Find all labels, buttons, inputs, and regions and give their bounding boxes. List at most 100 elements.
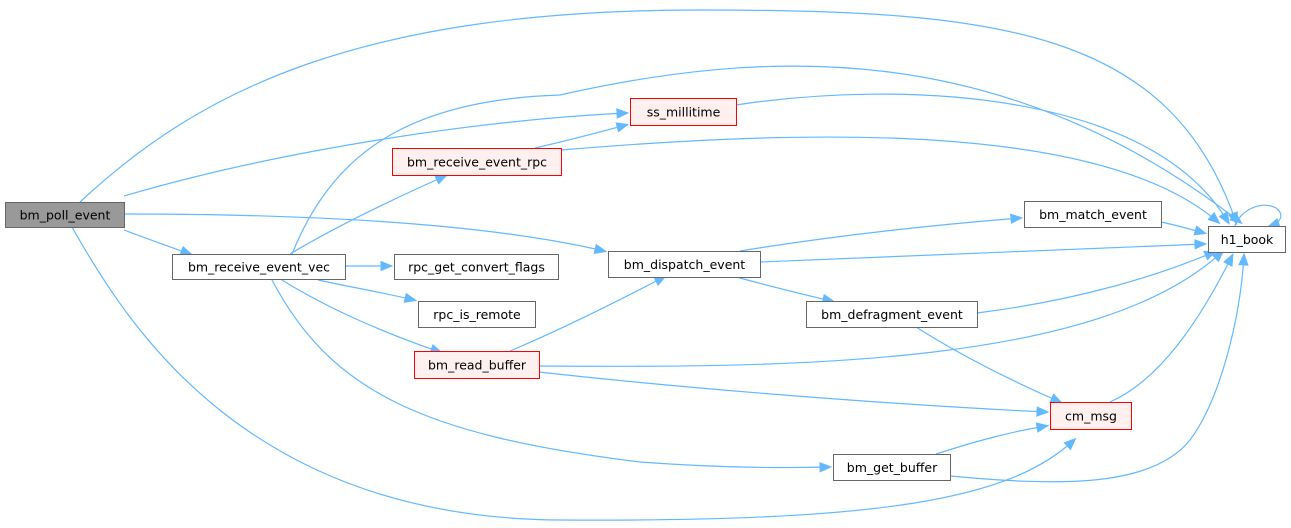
node-label: ss_millitime bbox=[647, 105, 721, 120]
edge-line bbox=[317, 279, 415, 301]
edge-bm_receive_event_rpc-to-ss_millitime bbox=[534, 122, 630, 149]
edge-bm_poll_event-to-cm_msg bbox=[71, 226, 1077, 521]
edge-bm_read_buffer-to-cm_msg bbox=[538, 371, 1050, 417]
node-bm-poll-event[interactable]: bm_poll_event bbox=[5, 202, 125, 228]
arrowhead bbox=[179, 245, 194, 256]
edge-line bbox=[534, 124, 627, 149]
node-label: cm_msg bbox=[1065, 409, 1117, 424]
node-box bbox=[5, 202, 125, 228]
node-bm-match-event[interactable]: bm_match_event bbox=[1024, 201, 1162, 228]
node-cm-msg[interactable]: cm_msg bbox=[1050, 402, 1132, 430]
arrowhead bbox=[1049, 393, 1064, 404]
edge-line bbox=[271, 279, 830, 469]
node-box bbox=[1208, 226, 1286, 253]
arrowhead bbox=[403, 292, 418, 303]
node-box bbox=[414, 351, 540, 379]
node-bm-read-buffer[interactable]: bm_read_buffer bbox=[414, 351, 540, 379]
node-label: bm_match_event bbox=[1039, 207, 1147, 222]
edge-line bbox=[71, 226, 1075, 521]
node-bm-dispatch-event[interactable]: bm_dispatch_event bbox=[608, 251, 761, 278]
edge-line bbox=[123, 213, 605, 252]
arrowhead bbox=[434, 174, 449, 185]
node-label: bm_defragment_event bbox=[821, 307, 963, 322]
edge-bm_poll_event-to-ss_millitime bbox=[123, 108, 630, 197]
arrowhead bbox=[1036, 406, 1050, 417]
edge-line bbox=[949, 255, 1245, 483]
edge-line bbox=[79, 9, 1237, 223]
arrowhead bbox=[380, 260, 394, 272]
node-box bbox=[806, 301, 978, 328]
edge-bm_dispatch_event-to-bm_defragment_event bbox=[735, 276, 836, 305]
arrowhead bbox=[1238, 252, 1249, 266]
arrowhead bbox=[1193, 225, 1208, 236]
arrowhead bbox=[1207, 211, 1221, 225]
edge-line bbox=[123, 229, 191, 255]
edge-line bbox=[1109, 255, 1233, 403]
arrowhead bbox=[1035, 422, 1050, 433]
arrowhead bbox=[1063, 437, 1077, 451]
node-rpc-is-remote[interactable]: rpc_is_remote bbox=[418, 301, 536, 328]
edge-line bbox=[935, 425, 1047, 455]
edge-line bbox=[976, 251, 1215, 314]
edge-line bbox=[735, 93, 1229, 223]
node-box bbox=[172, 254, 346, 280]
node-box bbox=[394, 254, 559, 280]
edge-bm_receive_event_vec-to-rpc_get_convert_flags bbox=[345, 260, 394, 272]
edge-bm_match_event-to-h1_book bbox=[1160, 221, 1208, 236]
node-label: rpc_get_convert_flags bbox=[408, 260, 545, 275]
arrowhead bbox=[616, 108, 630, 119]
node-label: bm_poll_event bbox=[20, 208, 111, 223]
edge-bm_receive_event_vec-to-bm_get_buffer bbox=[271, 279, 833, 473]
edge-line bbox=[291, 65, 1241, 255]
arrowhead bbox=[819, 462, 833, 473]
edge-bm_get_buffer-to-cm_msg bbox=[935, 422, 1050, 455]
node-label: rpc_is_remote bbox=[433, 307, 521, 322]
edge-line bbox=[538, 371, 1047, 413]
arrowhead bbox=[1194, 239, 1208, 250]
edge-bm_dispatch_event-to-h1_book bbox=[759, 239, 1208, 263]
edge-bm_receive_event_rpc-to-h1_book bbox=[560, 136, 1221, 225]
edge-line bbox=[123, 112, 627, 197]
arrowhead bbox=[1223, 253, 1234, 267]
node-box bbox=[833, 454, 951, 481]
node-label: bm_dispatch_event bbox=[624, 257, 746, 272]
edge-bm_dispatch_event-to-bm_match_event bbox=[739, 213, 1024, 252]
edge-bm_receive_event_vec-to-bm_receive_event_rpc bbox=[289, 174, 449, 255]
arrowhead bbox=[1010, 213, 1024, 224]
node-bm-receive-event-rpc[interactable]: bm_receive_event_rpc bbox=[392, 148, 562, 176]
node-ss-millitime[interactable]: ss_millitime bbox=[630, 98, 737, 126]
edge-line bbox=[281, 279, 441, 353]
node-box bbox=[392, 148, 562, 176]
arrowhead bbox=[593, 243, 608, 254]
node-bm-defragment-event[interactable]: bm_defragment_event bbox=[806, 301, 978, 328]
node-box bbox=[418, 301, 536, 328]
edge-bm_receive_event_vec-to-bm_read_buffer bbox=[281, 279, 444, 354]
node-rpc-get-convert-flags[interactable]: rpc_get_convert_flags bbox=[394, 254, 559, 280]
edge-line bbox=[509, 276, 665, 352]
edge-ss_millitime-to-h1_book bbox=[735, 93, 1230, 225]
edge-bm_receive_event_vec-to-rpc_is_remote bbox=[317, 279, 418, 303]
edge-line bbox=[289, 175, 446, 255]
node-box bbox=[1024, 201, 1162, 228]
node-bm-get-buffer[interactable]: bm_get_buffer bbox=[833, 454, 951, 481]
edge-bm_poll_event-to-bm_dispatch_event bbox=[123, 213, 608, 254]
node-bm-receive-event-vec[interactable]: bm_receive_event_vec bbox=[172, 254, 346, 280]
edge-cm_msg-to-h1_book bbox=[1109, 253, 1234, 403]
edge-line bbox=[739, 217, 1021, 252]
node-box bbox=[1050, 402, 1132, 430]
node-label: bm_get_buffer bbox=[847, 460, 938, 475]
edge-bm_get_buffer-to-h1_book bbox=[949, 252, 1249, 483]
edge-line bbox=[759, 243, 1205, 263]
edge-bm_defragment_event-to-cm_msg bbox=[915, 326, 1064, 404]
node-box bbox=[630, 98, 737, 126]
edges-layer bbox=[71, 9, 1282, 521]
nodes-layer: bm_poll_event bm_receive_event_vec bm_rece… bbox=[5, 98, 1286, 481]
edge-line bbox=[735, 276, 833, 302]
node-h1-book[interactable]: h1_book bbox=[1208, 226, 1286, 253]
node-label: h1_book bbox=[1221, 232, 1274, 247]
node-label: bm_receive_event_rpc bbox=[407, 155, 547, 170]
edge-line bbox=[538, 251, 1223, 367]
node-label: bm_receive_event_vec bbox=[188, 260, 330, 275]
edge-line bbox=[915, 326, 1061, 403]
edge-bm_poll_event-to-bm_receive_event_vec bbox=[123, 229, 194, 256]
